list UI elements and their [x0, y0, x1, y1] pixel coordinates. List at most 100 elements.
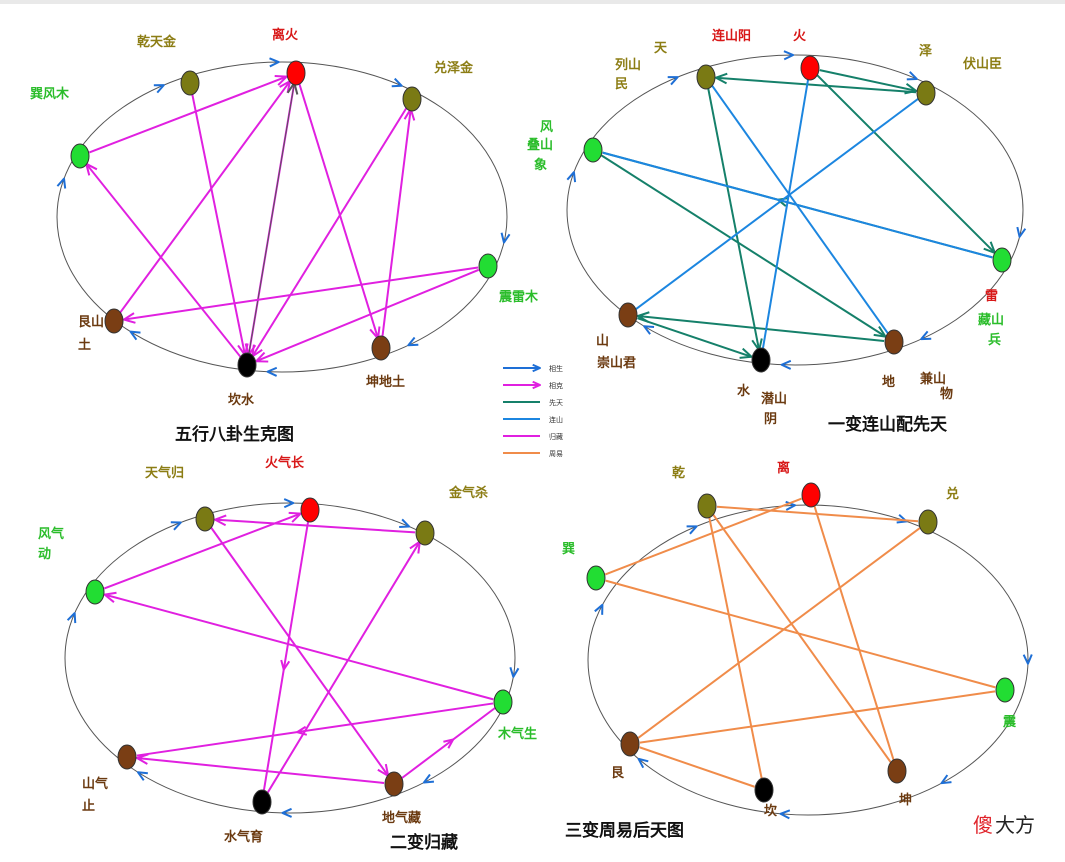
edge-kan-li: [248, 82, 295, 356]
node-label-li: 连山阳: [712, 28, 751, 44]
diagram-rim: [64, 502, 516, 814]
node-label-gen: 艮: [611, 766, 625, 781]
watermark: 傻 大方: [973, 813, 1035, 837]
edge-xun-kun: [600, 154, 887, 338]
rim-arrow: [56, 177, 67, 189]
edge-kun-gen: [637, 315, 885, 342]
node-kan: [754, 777, 774, 803]
rim-arrow: [391, 77, 403, 88]
node-label-kan: 坎: [764, 803, 777, 819]
node-qian: [697, 493, 717, 519]
legend-arrow: [532, 363, 541, 373]
rim-arrow: [281, 807, 293, 818]
edge-zhen-gen: [123, 266, 479, 321]
rim-arrow: [407, 336, 419, 347]
rim-arrow: [170, 521, 182, 531]
edge-arrowhead: [274, 74, 288, 86]
legend-label: 连山: [549, 415, 563, 424]
edge-dui-gen: [635, 98, 919, 310]
node-xun: [70, 143, 90, 169]
rim-arrow: [66, 612, 77, 624]
legend-label: 周易: [549, 450, 563, 458]
edge-xun-zhen: [605, 579, 996, 689]
rim-arrow: [643, 325, 655, 335]
legend-item-lianshan: 连山: [503, 415, 563, 424]
node-gen: [620, 731, 640, 757]
node-label-kun: 坤地土: [366, 374, 405, 390]
node-label-gen: 艮山: [78, 314, 104, 330]
node-label-xun: 象: [534, 157, 547, 173]
edge-li-kan: [262, 519, 310, 793]
edge-mid-arrow: [280, 659, 291, 671]
node-label-kan: 阴: [764, 412, 777, 427]
edge-li-kan: [761, 77, 810, 351]
rim-arrow: [136, 771, 148, 781]
edge-arrowhead: [739, 347, 753, 359]
node-gen: [104, 308, 124, 334]
diagram-rim: [56, 61, 508, 373]
rim-arrow: [920, 330, 932, 341]
node-label-kan: 水气育: [224, 829, 263, 845]
node-kun: [384, 771, 404, 797]
node-label-kan: 坎水: [228, 392, 255, 408]
legend-label: 相克: [549, 381, 563, 390]
legend-item-xiangsheng: 相生: [503, 363, 563, 373]
edge-qian-kun: [209, 526, 390, 777]
edge-arrowhead: [714, 72, 728, 85]
edge-arrowhead: [213, 514, 227, 527]
edge-zhen-gen: [136, 702, 494, 757]
edge-mid-arrow: [296, 725, 308, 736]
rim-arrow: [153, 84, 165, 94]
edge-arrowhead: [135, 753, 149, 765]
node-label-gen: 山: [596, 333, 609, 349]
diagram-caption: 五行八卦生克图: [175, 424, 294, 445]
node-label-zhen: 震雷木: [498, 289, 539, 305]
node-qian: [180, 70, 200, 96]
rim-arrow: [129, 330, 141, 341]
edge-kun-dui: [381, 108, 412, 339]
node-dui: [916, 80, 936, 106]
legend-item-zhouyi: 周易: [503, 450, 563, 458]
node-dui: [415, 520, 435, 546]
node-label-kun: 地气藏: [382, 810, 421, 826]
node-label-kun: 兼山: [920, 371, 946, 387]
edge-kan-xun: [85, 163, 242, 358]
node-label-xun: 风气: [38, 526, 64, 542]
node-xun: [586, 565, 606, 591]
edge-dui-qian: [715, 76, 917, 94]
node-dui: [918, 509, 938, 535]
edge-gen-dui: [637, 527, 921, 739]
node-label-zhen: 木气生: [497, 726, 537, 742]
edge-arrowhead: [251, 344, 263, 358]
legend-item-xiangke: 相克: [503, 380, 563, 390]
node-label-gen: 山气: [82, 776, 108, 792]
node-label-xun: 巽风木: [30, 86, 70, 102]
edge-arrowhead: [122, 312, 136, 324]
node-label-kan: 潜山: [761, 391, 787, 407]
node-qian: [696, 64, 716, 90]
rim-arrow: [780, 359, 792, 370]
node-li: [286, 60, 306, 86]
legend-arrow: [532, 380, 541, 390]
rim-arrow: [509, 667, 520, 678]
rim-arrow: [637, 757, 649, 769]
node-label-li: 离火: [272, 27, 299, 43]
edge-xun-li: [88, 75, 288, 154]
diagram-2: 连山阳火泽伏山臣雷藏山兵兼山物地水潜山阴山崇山君风叠山象天列山民一变连山配先天: [527, 28, 1027, 435]
rim-arrow: [399, 518, 411, 528]
edge-zhen-gen: [639, 690, 996, 744]
node-label-dui: 金气杀: [448, 485, 488, 501]
diagram-caption: 二变归藏: [390, 832, 458, 853]
node-label-dui: 兑: [946, 486, 959, 502]
diagram-rim: [587, 504, 1029, 816]
edge-li-zhen: [816, 74, 996, 254]
node-label-zhen: 雷: [985, 288, 998, 304]
node-kun: [371, 335, 391, 361]
legend-label: 归藏: [549, 432, 563, 441]
top-border: [0, 0, 1065, 4]
node-dui: [402, 86, 422, 112]
node-label-kun: 坤: [899, 792, 912, 808]
